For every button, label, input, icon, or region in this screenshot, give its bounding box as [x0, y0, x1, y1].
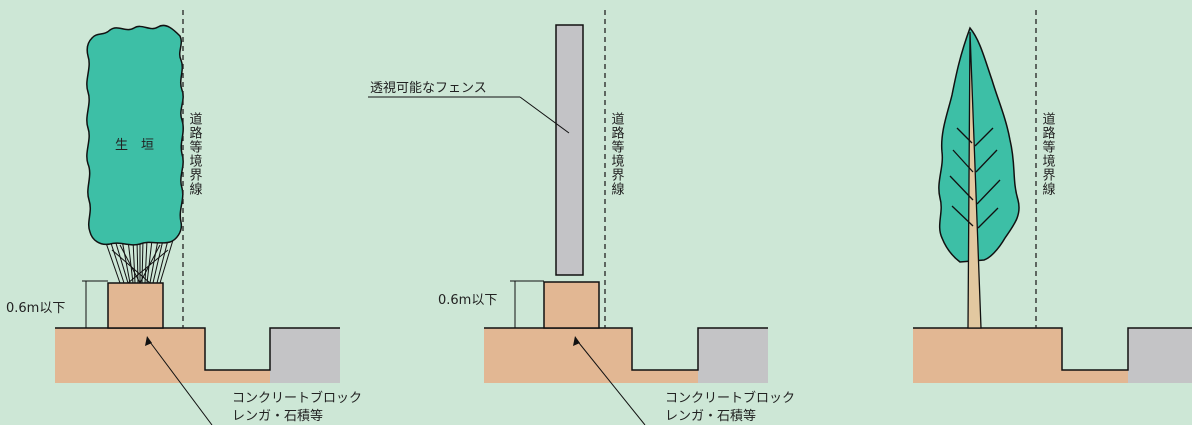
ground-outline-3 — [913, 327, 1192, 371]
boundary-label-1: 道路等境界線 — [187, 112, 203, 196]
ground-outline-2 — [484, 327, 768, 371]
hedge — [86, 24, 185, 246]
block-2 — [543, 281, 600, 329]
boundary-label-2: 道路等境界線 — [609, 112, 625, 196]
panel-fence: 透視可能なフェンス 0.6m以下 道路等境界線 コンクリートブロック レンガ・石… — [368, 10, 795, 425]
material-label-2a: コンクリートブロック — [665, 390, 795, 406]
ground-3 — [913, 328, 1128, 383]
tree-branches — [949, 127, 1001, 229]
panel-tree: 道路等境界線 — [913, 10, 1192, 383]
height-label-2: 0.6m以下 — [438, 293, 497, 308]
tree-trunk — [967, 31, 982, 329]
ground-1 — [55, 328, 270, 383]
material-label-2b: レンガ・石積等 — [665, 408, 756, 424]
material-label-1b: レンガ・石積等 — [232, 408, 323, 424]
ground-outline-1 — [55, 327, 340, 371]
material-label-1a: コンクリートブロック — [232, 390, 362, 406]
leader-line-2 — [574, 337, 646, 425]
leader-line-1 — [146, 337, 213, 425]
ground-2 — [484, 328, 698, 383]
hedge-label: 生 垣 — [115, 138, 154, 153]
block-1 — [107, 282, 164, 329]
panel-hedge: 生 垣 0.6m以下 道路等境界線 コンクリートブロック レンガ・石積等 — [6, 10, 362, 425]
hedge-roots — [104, 239, 174, 284]
road-2 — [698, 328, 768, 383]
leader-arrowhead-1 — [145, 336, 152, 346]
boundary-label-3: 道路等境界線 — [1040, 112, 1056, 196]
fence-label: 透視可能なフェンス — [370, 81, 487, 96]
height-label-1: 0.6m以下 — [6, 301, 65, 316]
road-1 — [270, 328, 340, 383]
fence — [555, 24, 584, 276]
fence-leader-d — [519, 96, 570, 134]
tree-canopy — [938, 26, 1020, 263]
leader-arrowhead-2 — [573, 336, 580, 346]
road-3 — [1128, 328, 1192, 383]
